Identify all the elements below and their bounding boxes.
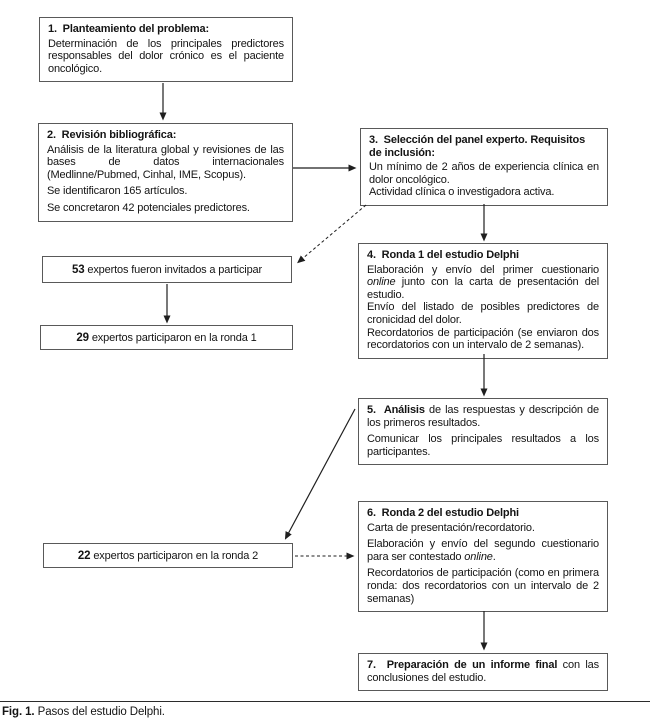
step-box-4-ronda1: 4. Ronda 1 del estudio Delphi Elaboració… bbox=[358, 243, 608, 359]
step-6-text-1: Carta de presentación/recordatorio. bbox=[367, 521, 535, 534]
step-3-title: 3. Selección del panel experto. Requisit… bbox=[369, 134, 586, 159]
figure-caption-label: Fig. 1. bbox=[2, 706, 35, 718]
step-6-text-3: Recordatorios de participación (como en … bbox=[367, 567, 599, 605]
step-2-text-2: Se identificaron 165 artículos. bbox=[47, 185, 188, 198]
count-29-label: 29 expertos participaron en la ronda 1 bbox=[76, 331, 257, 344]
caption-divider bbox=[0, 701, 650, 702]
step-6-text-2: Elaboración y envío del segundo cuestion… bbox=[367, 538, 599, 563]
step-4-text-2: Envío del listado de posibles predictore… bbox=[367, 301, 599, 326]
step-box-5-analisis: 5. Análisis de las respuestas y descripc… bbox=[358, 398, 608, 466]
step-box-6-ronda2: 6. Ronda 2 del estudio Delphi Carta de p… bbox=[358, 501, 608, 613]
step-2-text-1: Análisis de la literatura global y revis… bbox=[47, 143, 284, 181]
step-3-text-2: Actividad clínica o investigadora activa… bbox=[369, 186, 555, 199]
figure-caption-text: Pasos del estudio Delphi. bbox=[34, 706, 165, 718]
count-22-label: 22 expertos participaron en la ronda 2 bbox=[77, 549, 259, 562]
figure-caption: Fig. 1. Pasos del estudio Delphi. bbox=[2, 706, 165, 718]
step-7-text: 7. Preparación de un informe final con l… bbox=[367, 659, 599, 684]
dashed-arrow-step3-to-53 bbox=[297, 204, 367, 264]
step-box-1-planteamiento: 1. Planteamiento del problema: Determina… bbox=[39, 17, 293, 83]
count-box-22-ronda2: 22 expertos participaron en la ronda 2 bbox=[43, 543, 293, 568]
step-1-text: Determinación de los principales predict… bbox=[48, 37, 284, 75]
count-53-label: 53 expertos fueron invitados a participa… bbox=[71, 263, 263, 276]
step-2-title: 2. Revisión bibliográfica: bbox=[47, 129, 177, 141]
online-italic: online bbox=[367, 276, 396, 289]
step-6-title: 6. Ronda 2 del estudio Delphi bbox=[367, 507, 519, 519]
arrow-step5-to-22 bbox=[284, 408, 356, 540]
step-box-2-revision: 2. Revisión bibliográfica: Análisis de l… bbox=[38, 123, 293, 222]
step-5-text-1: 5. Análisis de las respuestas y descripc… bbox=[367, 404, 599, 429]
step-4-title: 4. Ronda 1 del estudio Delphi bbox=[367, 249, 519, 261]
step-4-text-3: Recordatorios de participación (se envia… bbox=[367, 326, 599, 352]
step-1-title: 1. Planteamiento del problema: bbox=[48, 23, 210, 35]
count-box-53-invitados: 53 expertos fueron invitados a participa… bbox=[42, 256, 292, 283]
step-4-text-1: Elaboración y envío del primer cuestiona… bbox=[367, 263, 599, 301]
step-box-3-seleccion-panel: 3. Selección del panel experto. Requisit… bbox=[360, 128, 608, 206]
online-italic: online bbox=[464, 550, 493, 563]
count-box-29-ronda1: 29 expertos participaron en la ronda 1 bbox=[40, 325, 293, 350]
step-2-text-3: Se concretaron 42 potenciales predictore… bbox=[47, 201, 250, 214]
step-box-7-informe-final: 7. Preparación de un informe final con l… bbox=[358, 653, 608, 692]
step-3-text-1: Un mínimo de 2 años de experiencia clíni… bbox=[369, 161, 599, 186]
step-5-text-2: Comunicar los principales resultados a l… bbox=[367, 433, 599, 458]
